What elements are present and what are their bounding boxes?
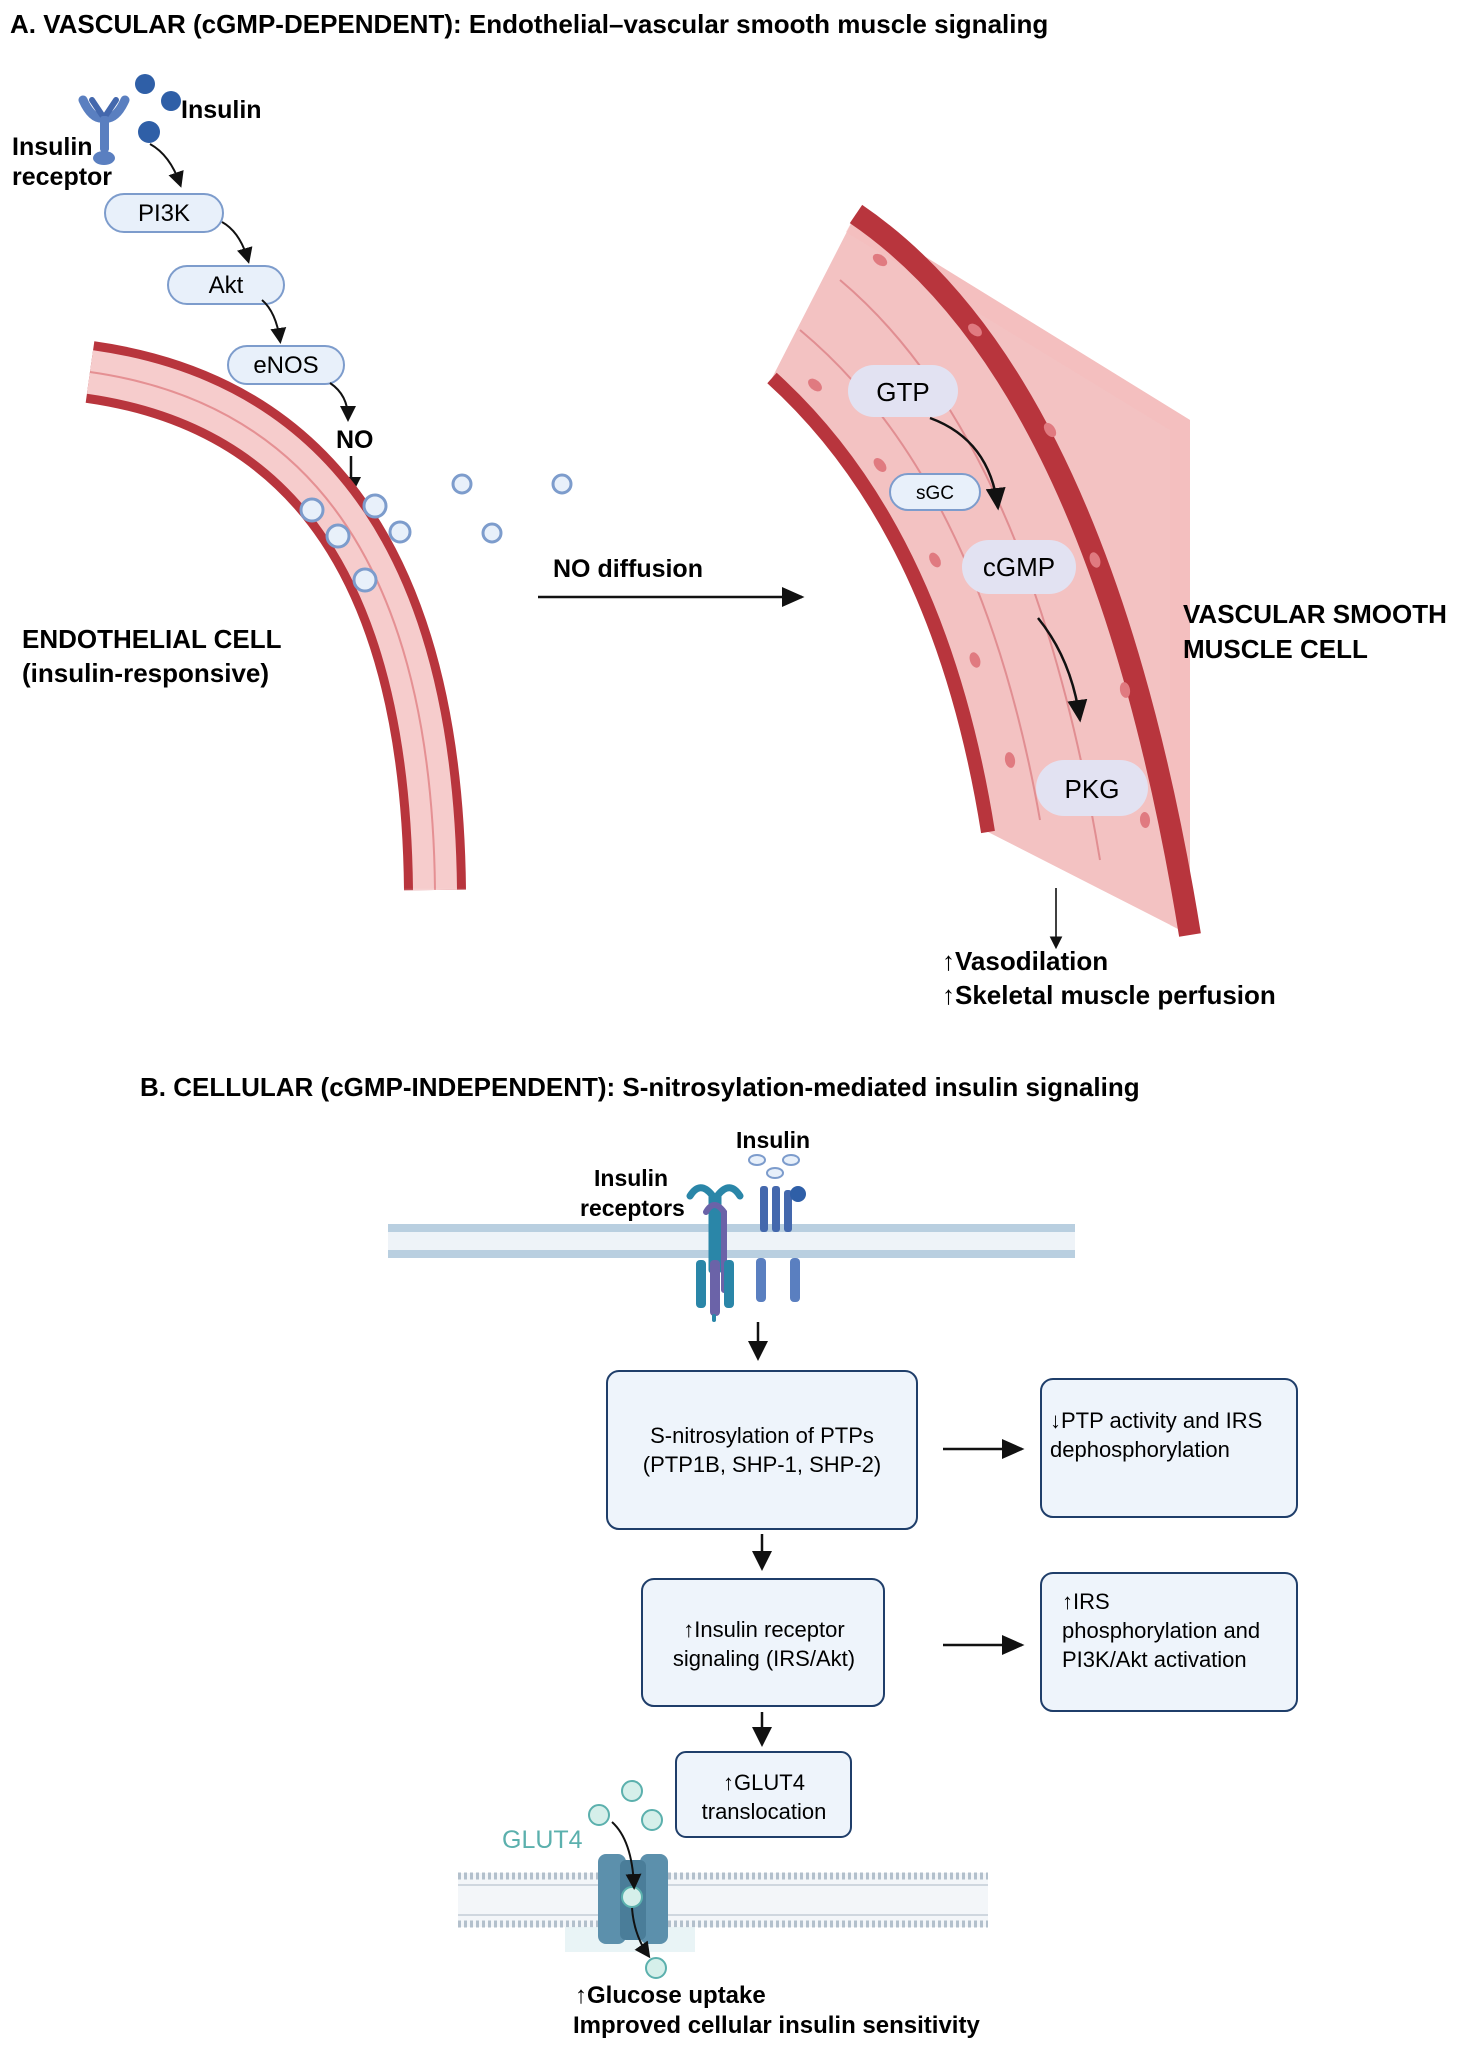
no-label: NO <box>336 426 374 454</box>
pi3k-node: PI3K <box>104 193 224 233</box>
svg-text:↓PTP activity and IRS: ↓PTP activity and IRS <box>1050 1408 1262 1433</box>
glucose-molecules <box>588 1780 663 1831</box>
svg-text:signaling (IRS/Akt): signaling (IRS/Akt) <box>673 1646 855 1671</box>
no-molecules <box>299 473 573 593</box>
glucose-uptake-outcome: ↑Glucose uptake <box>575 1982 766 2009</box>
cgmp-node: cGMP <box>962 540 1076 594</box>
insulin-label-b: Insulin <box>736 1127 810 1153</box>
perfusion-outcome: ↑Skeletal muscle perfusion <box>942 980 1276 1010</box>
pkg-node: PKG <box>1036 760 1148 816</box>
svg-text:dephosphorylation: dephosphorylation <box>1050 1437 1230 1462</box>
insulin-molecules-icon <box>135 74 181 143</box>
insulin-receptor-pair-icon <box>686 1184 744 1322</box>
ptp-activity-box: ↓PTP activity and IRS dephosphorylation <box>1040 1378 1298 1518</box>
active-insulin-receptor-icon <box>756 1186 806 1302</box>
insulin-receptor-label-1: Insulin <box>12 133 93 161</box>
insulin-receptor-label-2: receptor <box>12 163 112 191</box>
insulin-receptor-icon <box>78 95 130 165</box>
svg-text:(PTP1B, SHP-1, SHP-2): (PTP1B, SHP-1, SHP-2) <box>643 1452 881 1477</box>
cell-membrane-bottom <box>458 1872 988 1952</box>
svg-text:phosphorylation and: phosphorylation and <box>1062 1618 1260 1643</box>
svg-text:PKG: PKG <box>1065 774 1120 804</box>
svg-text:↑GLUT4: ↑GLUT4 <box>723 1770 805 1795</box>
svg-text:PI3K/Akt activation: PI3K/Akt activation <box>1062 1647 1247 1672</box>
endothelial-cell-label-2: (insulin-responsive) <box>22 658 269 688</box>
svg-text:S-nitrosylation of PTPs: S-nitrosylation of PTPs <box>650 1423 874 1448</box>
irs-phosphorylation-box: ↑IRS phosphorylation and PI3K/Akt activa… <box>1040 1572 1298 1712</box>
vsm-cell-label-2: MUSCLE CELL <box>1183 634 1368 664</box>
svg-text:eNOS: eNOS <box>253 352 318 379</box>
cell-membrane-top <box>388 1224 1075 1258</box>
insulin-label: Insulin <box>181 96 262 124</box>
insulin-receptors-label-1: Insulin <box>594 1165 668 1191</box>
enos-node: eNOS <box>227 345 345 385</box>
insulin-sensitivity-outcome: Improved cellular insulin sensitivity <box>573 2012 980 2039</box>
svg-text:PI3K: PI3K <box>138 200 190 227</box>
glut4-label: GLUT4 <box>502 1826 583 1854</box>
glut4-translocation-box: ↑GLUT4 translocation <box>675 1751 852 1838</box>
akt-node: Akt <box>167 265 285 305</box>
glucose-inside <box>645 1957 667 1979</box>
svg-text:sGC: sGC <box>916 483 954 504</box>
svg-text:Akt: Akt <box>209 272 244 299</box>
insulin-receptor-signaling-box: ↑Insulin receptor signaling (IRS/Akt) <box>641 1578 885 1707</box>
s-nitrosylation-box: S-nitrosylation of PTPs (PTP1B, SHP-1, S… <box>606 1370 918 1530</box>
insulin-receptors-label-2: receptors <box>580 1195 685 1221</box>
vasodilation-outcome: ↑Vasodilation <box>942 946 1108 976</box>
vsm-cell-label-1: VASCULAR SMOOTH <box>1183 599 1447 629</box>
svg-text:GTP: GTP <box>876 377 929 407</box>
insulin-molecules-b-icon <box>748 1154 800 1179</box>
svg-text:↑IRS: ↑IRS <box>1062 1589 1110 1614</box>
endothelial-cell-label-1: ENDOTHELIAL CELL <box>22 624 282 654</box>
panel-b-title: B. CELLULAR (cGMP-INDEPENDENT): S-nitros… <box>140 1072 1140 1102</box>
no-diffusion-label: NO diffusion <box>553 555 703 583</box>
svg-text:translocation: translocation <box>702 1799 827 1824</box>
panel-a-title: A. VASCULAR (cGMP-DEPENDENT): Endothelia… <box>10 9 1048 39</box>
endothelial-vessel-wall <box>60 341 480 900</box>
sgc-node: sGC <box>889 473 981 511</box>
svg-text:cGMP: cGMP <box>983 552 1055 582</box>
gtp-node: GTP <box>848 365 958 417</box>
svg-text:↑Insulin receptor: ↑Insulin receptor <box>683 1617 844 1642</box>
